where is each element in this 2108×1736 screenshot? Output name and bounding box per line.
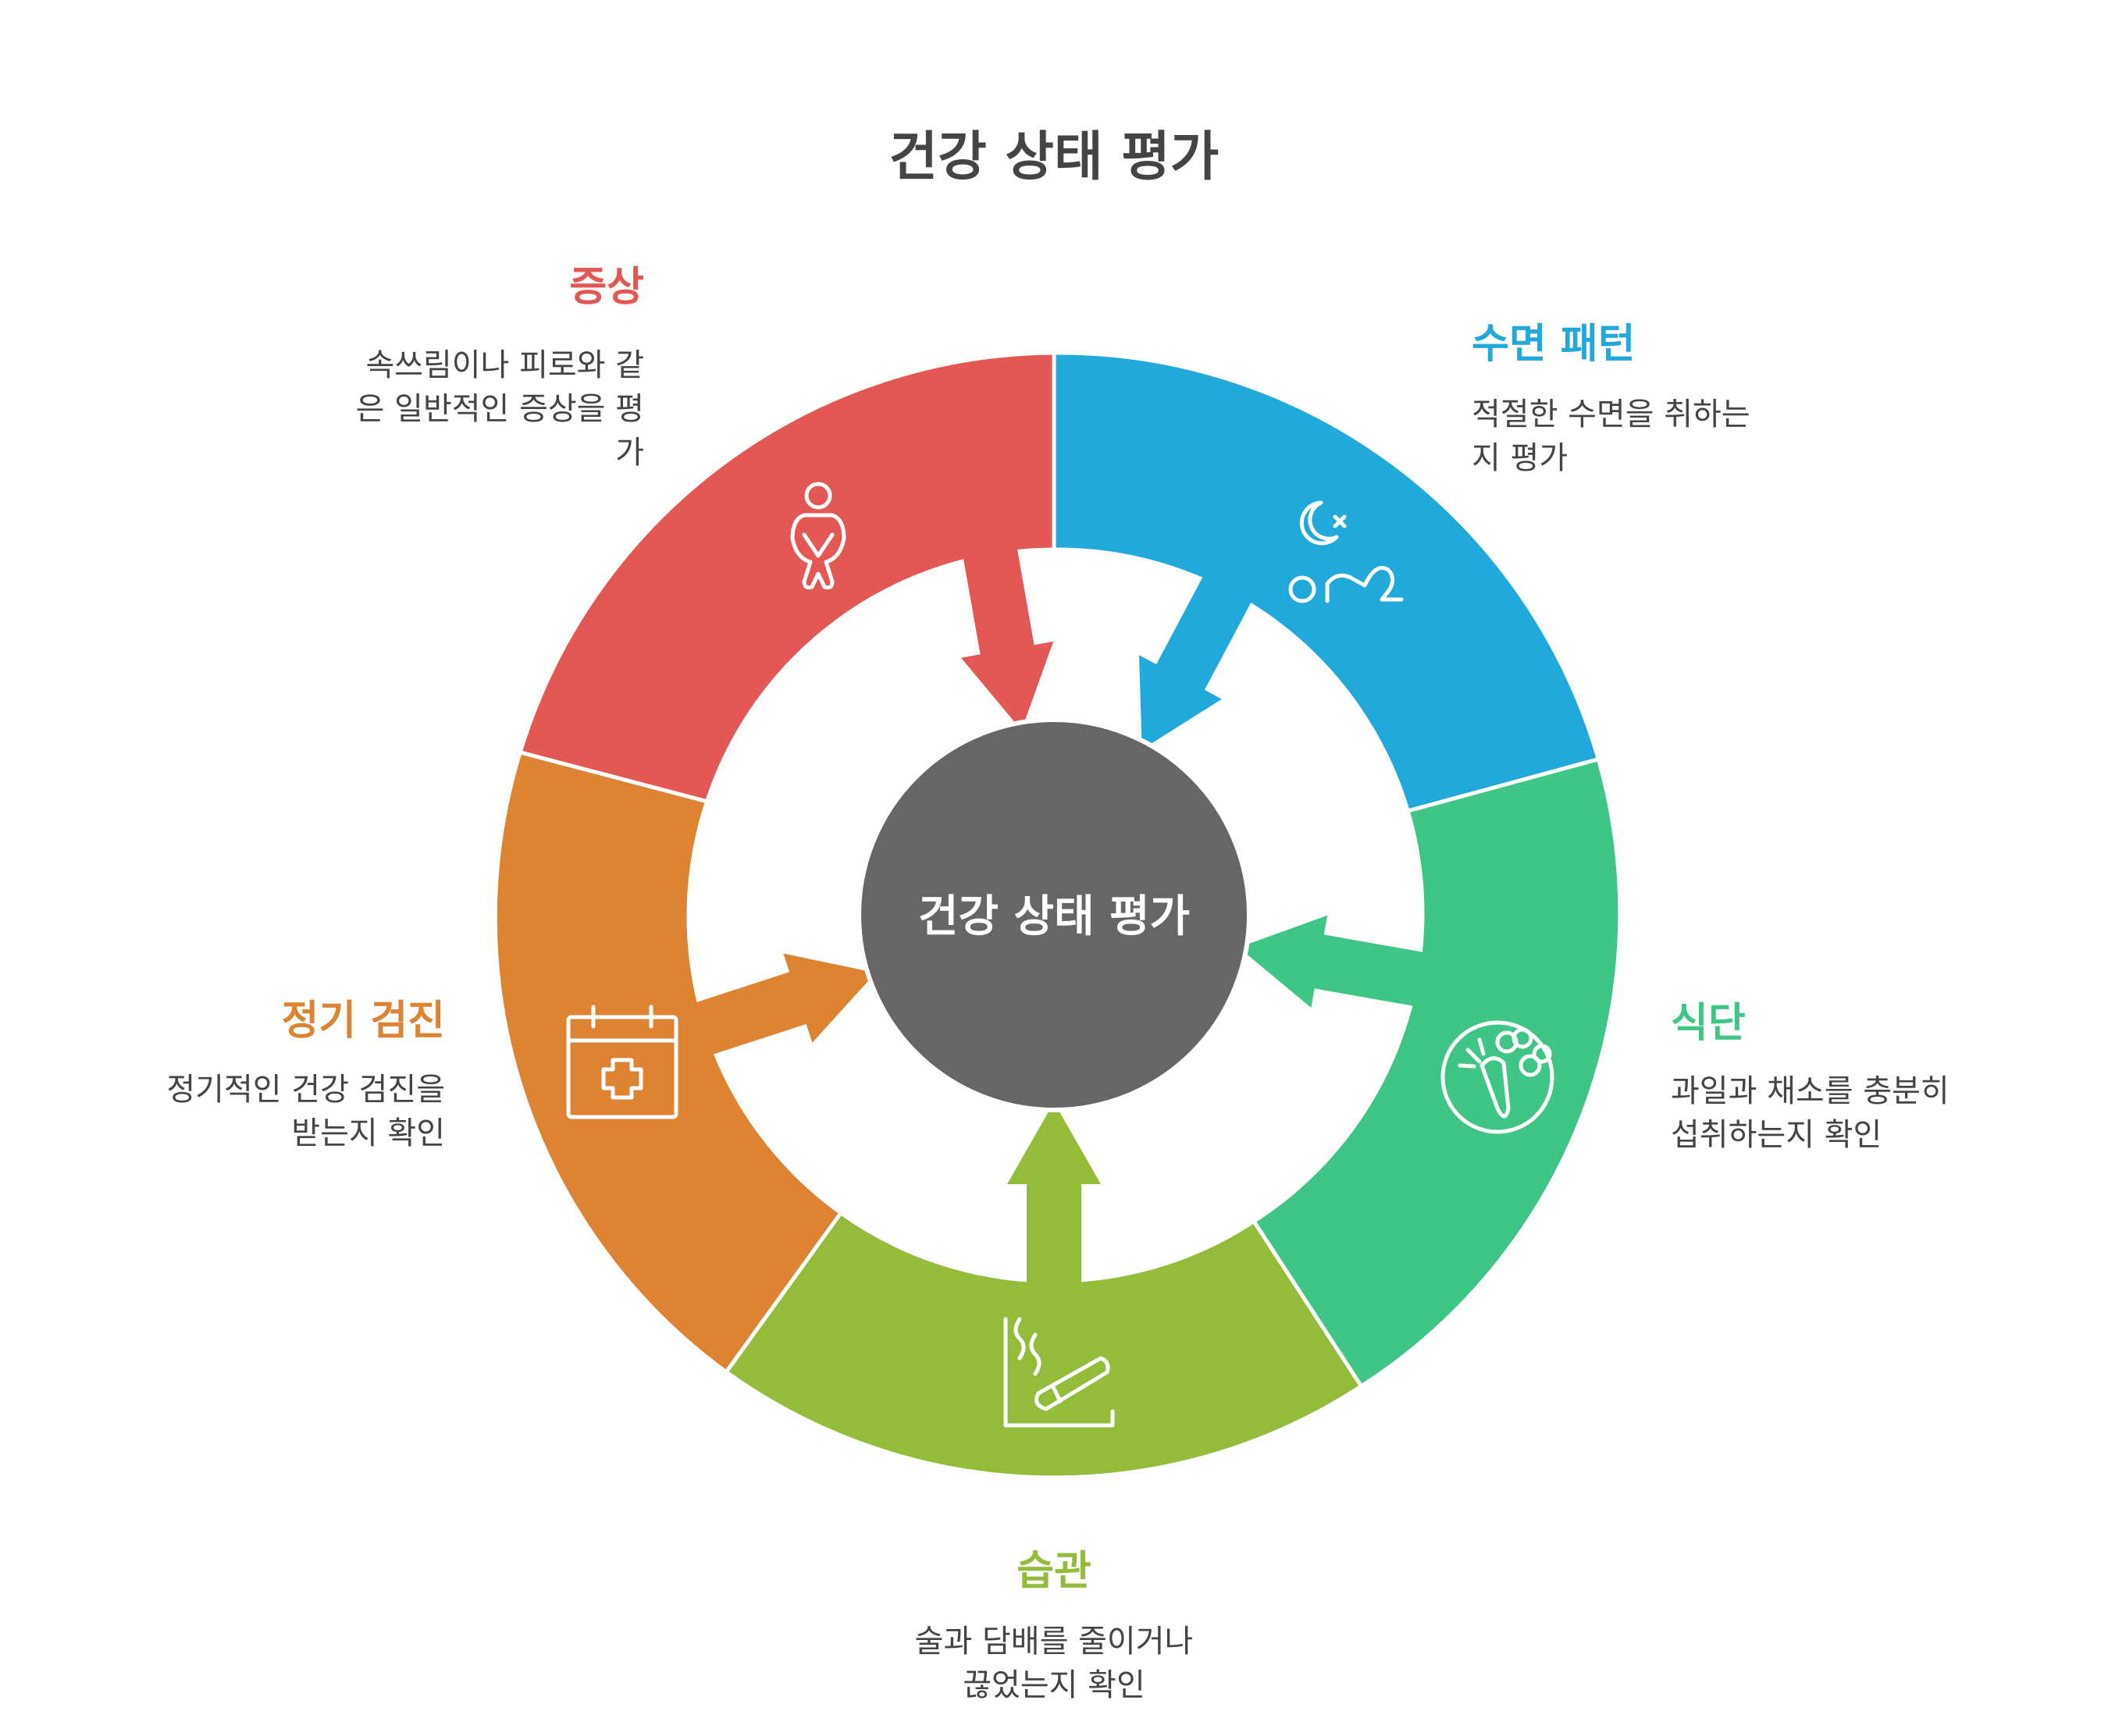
segment-desc-diet: 과일과 채소를 충분히 섭취하는지 확인 xyxy=(1671,1069,2061,1157)
segment-desc-checkup: 정기적인 건강 검진을 받는지 확인 xyxy=(78,1068,445,1155)
segment-title-habits: 습관 xyxy=(1017,1548,1091,1595)
segment-checkup xyxy=(493,749,844,1375)
segment-title-checkup: 정기 검진 xyxy=(281,998,445,1044)
segment-diet xyxy=(1251,756,1622,1389)
arrow-sleep xyxy=(1139,543,1269,750)
desc-line: 속쓰림이나 피로와 같 xyxy=(365,347,644,383)
segment-title-symptoms: 증상 xyxy=(569,264,644,311)
segment-symptoms xyxy=(518,350,1056,804)
page-title: 건강 상태 평가 xyxy=(888,126,1220,188)
segment-desc-habits: 술과 담배를 줄이거나 끊었는지 확인 xyxy=(820,1620,1288,1707)
carrot-broccoli-icon xyxy=(1440,1020,1554,1134)
center-circle xyxy=(856,717,1252,1112)
center-label: 건강 상태 평가 xyxy=(918,891,1190,942)
desc-line: 가 xyxy=(615,435,644,471)
desc-line: 지 평가 xyxy=(1472,440,1569,476)
segment-desc-symptoms: 속쓰림이나 피로와 같 은 일반적인 증상을 평 가 xyxy=(297,343,644,475)
desc-line: 받는지 확인 xyxy=(291,1115,445,1151)
desc-line: 섭취하는지 확인 xyxy=(1671,1117,1882,1153)
desc-line: 은 일반적인 증상을 평 xyxy=(355,391,644,427)
desc-line: 적절한 수면을 취하는 xyxy=(1472,397,1750,432)
sleeping-person-icon xyxy=(1288,500,1404,603)
desc-line: 끊었는지 확인 xyxy=(963,1667,1145,1703)
desc-line: 과일과 채소를 충분히 xyxy=(1671,1073,1950,1109)
segment-habits xyxy=(723,1210,1365,1480)
arrow-symptoms xyxy=(956,510,1054,731)
calendar-medical-icon xyxy=(566,1005,678,1119)
segment-title-sleep: 수면 패턴 xyxy=(1472,321,1636,368)
arrow-habits xyxy=(1007,1102,1101,1321)
arrow-checkup xyxy=(659,953,876,1066)
cigarette-icon xyxy=(1003,1317,1115,1428)
segment-title-diet: 식단 xyxy=(1671,1000,1746,1047)
segment-desc-sleep: 적절한 수면을 취하는 지 평가 xyxy=(1472,393,1831,480)
arrow-diet xyxy=(1238,915,1459,1012)
desc-line: 술과 담배를 줄이거나 xyxy=(914,1624,1194,1660)
desc-line: 정기적인 건강 검진을 xyxy=(166,1072,445,1108)
person-icon xyxy=(790,482,846,590)
